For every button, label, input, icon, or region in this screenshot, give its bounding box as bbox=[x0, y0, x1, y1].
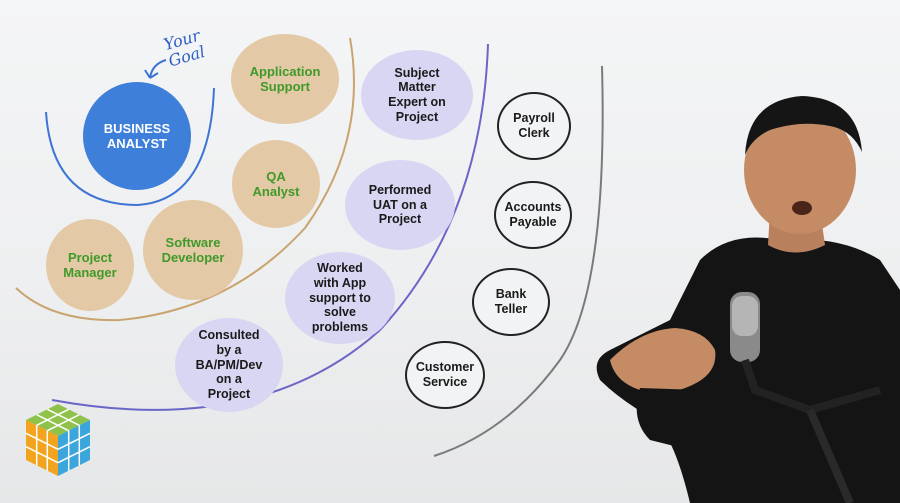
accounts-payable-label: Accounts Payable bbox=[504, 200, 562, 229]
presenter-head bbox=[744, 106, 856, 234]
customer-service-circle: Customer Service bbox=[405, 341, 485, 409]
business-analyst-circle: BUSINESS ANALYST bbox=[83, 82, 191, 190]
presenter-hand bbox=[610, 328, 716, 393]
performed-uat-circle: Performed UAT on a Project bbox=[345, 160, 455, 250]
presenter-photo bbox=[596, 96, 900, 503]
payroll-clerk-circle: Payroll Clerk bbox=[497, 92, 571, 160]
bank-teller-label: Bank Teller bbox=[494, 287, 528, 316]
accounts-payable-circle: Accounts Payable bbox=[494, 181, 572, 249]
application-support-label: Application Support bbox=[249, 63, 321, 94]
goal-arc bbox=[45, 87, 215, 207]
bank-teller-circle: Bank Teller bbox=[472, 268, 550, 336]
mic-stand bbox=[741, 358, 882, 415]
subject-matter-expert-label: Subject Matter Expert on Project bbox=[388, 65, 446, 124]
software-developer-circle: Software Developer bbox=[143, 200, 243, 300]
worked-with-app-support-circle: Worked with App support to solve problem… bbox=[285, 252, 395, 344]
purple-arc bbox=[51, 43, 489, 411]
consulted-circle: Consulted by a BA/PM/Dev on a Project bbox=[175, 318, 283, 412]
customer-service-label: Customer Service bbox=[415, 360, 475, 389]
software-developer-label: Software Developer bbox=[161, 234, 225, 265]
cube-logo bbox=[25, 404, 91, 476]
tan-arc bbox=[15, 37, 355, 322]
project-manager-label: Project Manager bbox=[63, 249, 117, 280]
consulted-label: Consulted by a BA/PM/Dev on a Project bbox=[195, 328, 263, 402]
business-analyst-label: BUSINESS ANALYST bbox=[103, 120, 171, 151]
presenter-arm bbox=[636, 388, 700, 450]
presenter-hair bbox=[745, 96, 862, 155]
performed-uat-label: Performed UAT on a Project bbox=[368, 182, 432, 227]
gray-arc bbox=[433, 65, 604, 457]
qa-analyst-label: QA Analyst bbox=[252, 168, 300, 199]
qa-analyst-circle: QA Analyst bbox=[232, 140, 320, 228]
subject-matter-expert-circle: Subject Matter Expert on Project bbox=[361, 50, 473, 140]
payroll-clerk-label: Payroll Clerk bbox=[513, 111, 555, 140]
goal-arrow bbox=[144, 59, 167, 79]
project-manager-circle: Project Manager bbox=[46, 219, 134, 311]
presenter-mouth bbox=[792, 201, 812, 215]
application-support-circle: Application Support bbox=[231, 34, 339, 124]
worked-with-app-support-label: Worked with App support to solve problem… bbox=[309, 261, 371, 335]
